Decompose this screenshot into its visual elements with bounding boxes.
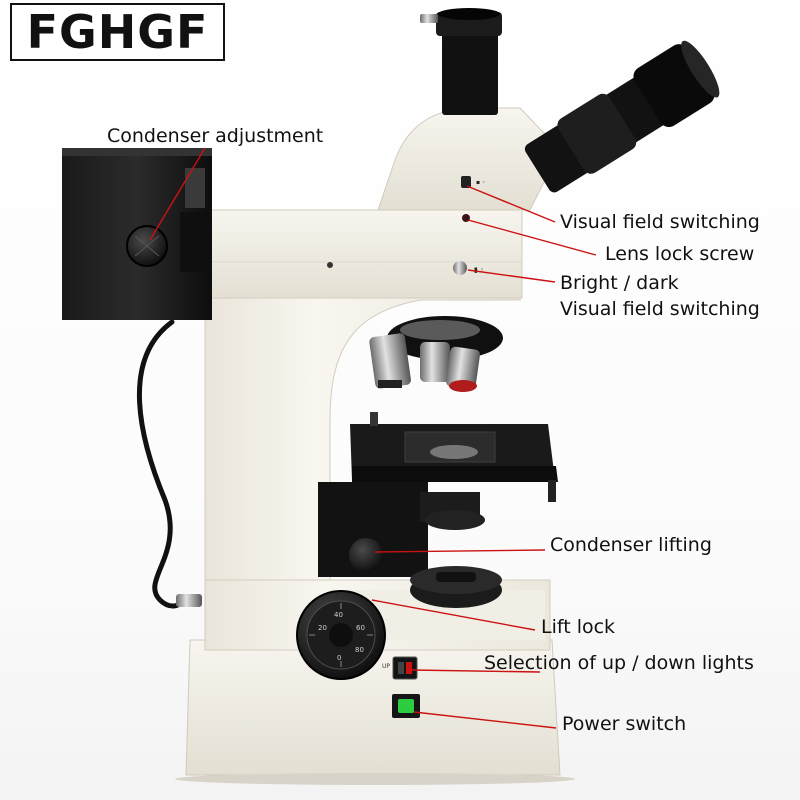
leader-light-selection <box>411 669 541 673</box>
leader-lines <box>149 147 597 729</box>
callout-condenser-adjustment: Condenser adjustment <box>107 125 324 147</box>
leader-condenser-adjustment <box>149 147 206 241</box>
bright-dark-knob <box>453 261 467 275</box>
callout-condenser-lifting: Condenser lifting <box>550 534 712 556</box>
eyepiece <box>524 40 720 193</box>
light-selection-switch <box>392 656 418 680</box>
svg-text:▮ ◦: ▮ ◦ <box>474 266 484 274</box>
condenser-lifting-knob <box>349 538 383 572</box>
visual-field-switch-knob <box>461 176 471 188</box>
head-block <box>199 209 523 299</box>
callout-visual-field-switching: Visual field switching <box>560 211 760 233</box>
objective-lenses <box>369 333 480 392</box>
callout-lift-lock: Lift lock <box>541 616 616 638</box>
up-switch-label: UP <box>382 663 390 670</box>
leader-lens-lock <box>467 219 597 256</box>
callout-selection-lights: Selection of up / down lights <box>484 652 754 674</box>
leader-condenser-lifting <box>374 549 546 553</box>
power-cable <box>136 319 183 609</box>
callout-lens-lock-screw: Lens lock screw <box>605 243 755 265</box>
camera-port-screw <box>420 14 438 23</box>
side-screw-dot <box>327 262 333 268</box>
leader-power-switch <box>413 711 557 729</box>
base-shadow <box>175 773 575 785</box>
leader-lift-lock <box>371 599 536 631</box>
scale-mark-left: 20 <box>318 624 327 632</box>
camera-port-tube <box>442 20 498 115</box>
scale-mark-top: 40 <box>334 611 343 619</box>
focus-scale-marks: 40 60 20 0 80 <box>318 611 365 662</box>
svg-text:▪ ◦: ▪ ◦ <box>476 179 486 186</box>
leader-visual-field <box>466 185 556 223</box>
scale-mark-lower-right: 80 <box>355 646 364 654</box>
callout-bright-dark: Bright / dark <box>560 272 679 294</box>
arm-pillar <box>204 289 521 591</box>
power-switch-light <box>398 699 414 713</box>
leader-bright-dark <box>467 269 556 283</box>
brand-logo: FGHGF <box>10 3 225 61</box>
cable-plug <box>176 594 202 607</box>
callout-visual-field-switching-2: Visual field switching <box>560 298 760 320</box>
callout-power-switch: Power switch <box>562 713 687 735</box>
scale-mark-bottom: 0 <box>337 654 341 662</box>
scale-mark-right: 60 <box>356 624 365 632</box>
